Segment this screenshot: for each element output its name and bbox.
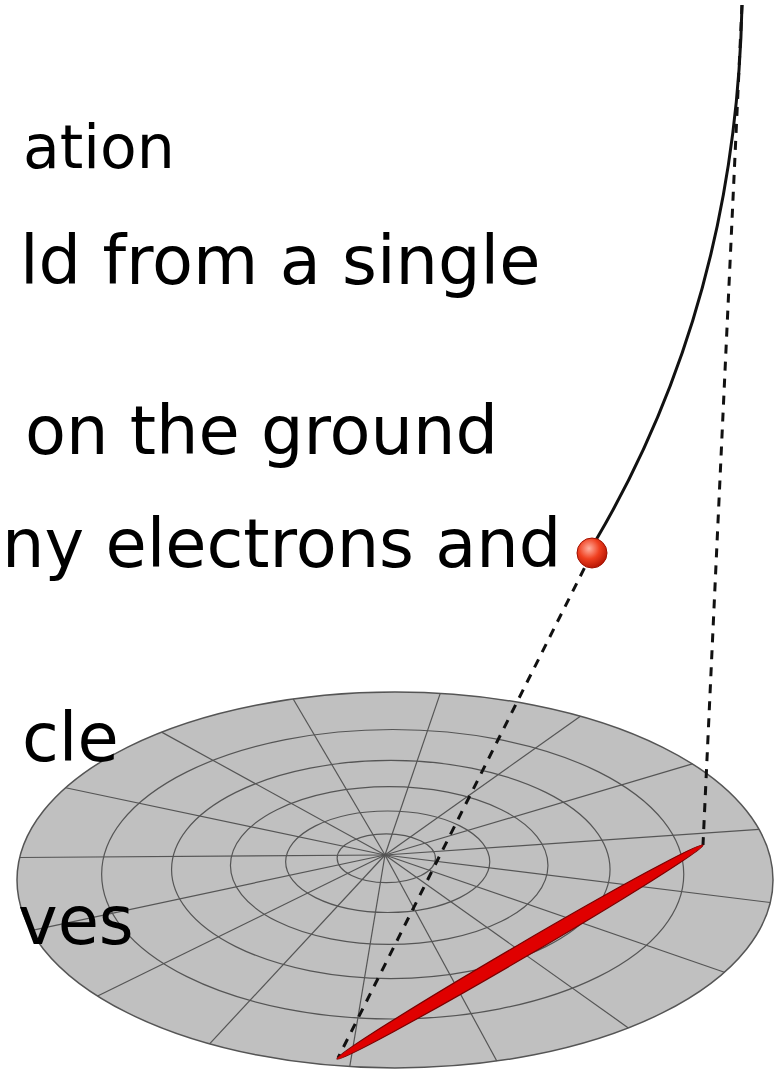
grid-spoke — [385, 716, 580, 855]
grid-spoke — [385, 855, 724, 972]
grid-spoke — [162, 732, 385, 855]
grid-ring — [102, 729, 684, 1019]
grid-spoke — [293, 699, 385, 855]
projection-line — [703, 5, 742, 845]
bullet-text: ny electrons and — [2, 511, 561, 578]
grid-spoke — [385, 693, 440, 855]
grid-spoke — [66, 788, 385, 855]
ground-array — [17, 692, 773, 1068]
bullet-text: ld from a single — [20, 228, 540, 295]
slide-title: ation — [23, 117, 175, 177]
ground-disk — [17, 692, 773, 1068]
grid-spoke — [98, 855, 385, 996]
bullet-text: ves — [18, 888, 134, 955]
grid-spoke — [20, 855, 385, 857]
shower-footprint — [333, 839, 706, 1065]
grid-ring — [230, 787, 548, 945]
primary-trajectory — [596, 5, 742, 540]
bullet-text: cle — [22, 705, 119, 772]
grid-spoke — [385, 855, 497, 1061]
bullet-text: on the ground — [25, 398, 498, 465]
first-interaction-point — [577, 538, 607, 568]
grid-ring — [286, 811, 490, 913]
grid-spoke — [385, 764, 692, 855]
